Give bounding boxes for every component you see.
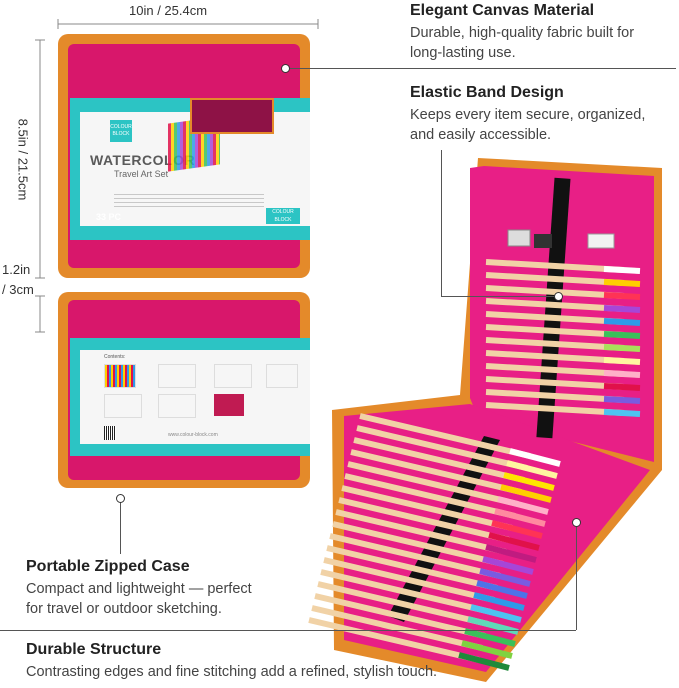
contents-box-7 — [214, 394, 244, 416]
callout-line-elastic-h — [441, 296, 555, 297]
case-thumbnail — [190, 98, 274, 134]
count-badge: 33 PC — [96, 212, 122, 222]
contents-box-6 — [158, 394, 196, 418]
pencil — [485, 350, 641, 365]
pencil — [338, 497, 540, 551]
top-elastic-band — [536, 177, 571, 439]
website-text: www.colour-block.com — [168, 432, 218, 438]
pencil — [323, 557, 525, 611]
feature-desc-elastic-1: Keeps every item secure, organized, — [410, 107, 646, 123]
feature-desc-elastic-2: and easily accessible. — [410, 127, 552, 143]
contents-box-5 — [104, 394, 142, 418]
pencil — [314, 593, 516, 647]
pencil — [485, 298, 641, 313]
pencil — [485, 363, 641, 378]
pencil — [317, 581, 519, 635]
pencil — [485, 259, 641, 274]
feature-desc-canvas-2: long-lasting use. — [410, 45, 516, 61]
pencil — [335, 509, 537, 563]
pencil — [341, 485, 543, 539]
feature-title-durable: Durable Structure — [26, 641, 162, 658]
product-sleeve: COLOUR BLOCK WATERCOLOR Travel Art Set 3… — [70, 98, 310, 240]
pencil — [485, 402, 641, 417]
depth-label-line1: 1.2in — [2, 262, 31, 277]
width-label: 10in / 25.4cm — [129, 3, 208, 18]
sharpener-icon — [534, 234, 552, 248]
feature-title-canvas: Elegant Canvas Material — [410, 2, 595, 19]
callout-dot-durable — [572, 518, 581, 527]
pencil — [332, 521, 534, 575]
bottom-pencil-row — [308, 413, 561, 671]
pencil — [485, 311, 641, 326]
callout-line-durable-h — [0, 630, 576, 631]
pencil — [485, 272, 641, 287]
barcode — [104, 426, 116, 440]
contents-box-1 — [104, 364, 136, 388]
pencil — [311, 605, 513, 659]
sleeve-spine — [70, 112, 80, 226]
pencil — [326, 545, 528, 599]
contents-box-4 — [266, 364, 298, 388]
pencil — [329, 533, 531, 587]
feature-desc-zipped-2: for travel or outdoor sketching. — [26, 601, 222, 617]
contents-box-2 — [158, 364, 196, 388]
pencil — [485, 324, 641, 339]
feature-title-elastic: Elastic Band Design — [410, 84, 564, 101]
callout-dot-zipped — [116, 494, 125, 503]
brand-stamp: COLOUR BLOCK — [266, 208, 300, 224]
back-case: Contents: www.colour-block.com — [58, 292, 320, 492]
pencil — [308, 617, 510, 671]
feature-desc-canvas-1: Durable, high-quality fabric built for — [410, 25, 635, 41]
depth-label-line2: / 3cm — [2, 282, 34, 297]
top-pencil-row — [485, 259, 641, 417]
front-case: COLOUR BLOCK WATERCOLOR Travel Art Set 3… — [58, 34, 320, 278]
back-sleeve-spine — [70, 350, 80, 444]
pencil — [356, 425, 558, 479]
eraser-icon — [507, 229, 531, 247]
pencil — [485, 337, 641, 352]
sleeve-contents — [114, 194, 264, 208]
product-subtitle: Travel Art Set — [114, 169, 169, 179]
pencil — [359, 413, 561, 467]
contents-box-3 — [214, 364, 252, 388]
feature-title-zipped: Portable Zipped Case — [26, 558, 190, 575]
pencil — [320, 569, 522, 623]
callout-dot-elastic — [554, 292, 563, 301]
pencil — [344, 473, 546, 527]
sleeve-teal-bottom — [70, 226, 310, 240]
callout-dot-canvas — [281, 64, 290, 73]
pencil — [347, 461, 549, 515]
feature-desc-durable: Contrasting edges and fine stitching add… — [26, 664, 438, 680]
back-sleeve-teal-top — [70, 338, 310, 350]
callout-line-durable-v — [576, 522, 577, 630]
feature-desc-zipped-1: Compact and lightweight — perfect — [26, 581, 252, 597]
callout-line-elastic-v — [441, 150, 442, 296]
pencil — [353, 437, 555, 491]
brand-logo: COLOUR BLOCK — [110, 120, 132, 142]
pencil — [485, 376, 641, 391]
pencil — [350, 449, 552, 503]
callout-line-canvas — [286, 68, 676, 69]
back-sleeve: Contents: www.colour-block.com — [70, 338, 310, 456]
back-sleeve-teal-bottom — [70, 444, 310, 456]
callout-line-zipped — [120, 500, 121, 554]
contents-heading: Contents: — [104, 354, 126, 360]
eraser-white-icon — [587, 233, 615, 249]
pencil — [485, 389, 641, 404]
